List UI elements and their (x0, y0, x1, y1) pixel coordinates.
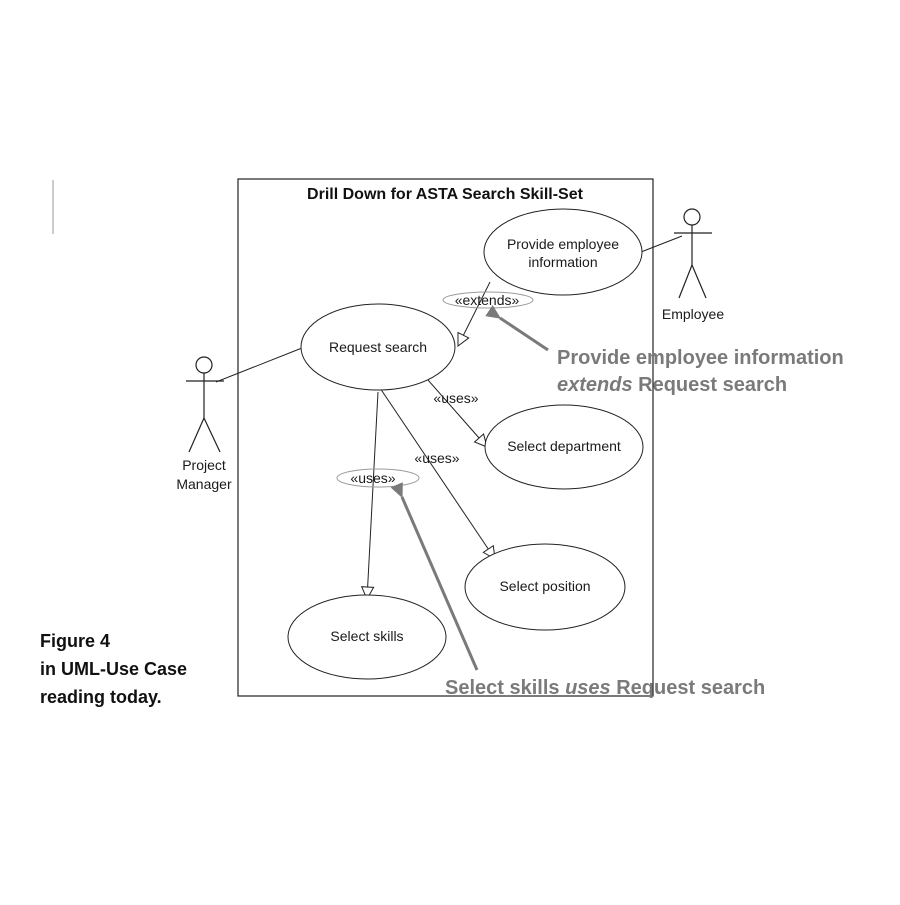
extends-stereotype-label: «extends» (455, 292, 520, 308)
uses-stereotype-skills: «uses» (336, 468, 420, 488)
diagram-title: Drill Down for ASTA Search Skill-Set (307, 186, 584, 203)
uses-callout-arrow (390, 482, 479, 671)
use-case-select-skills: Select skills (287, 594, 447, 680)
use-case-label: Provide employee (507, 236, 619, 252)
caption-line: Figure 4 (40, 631, 111, 651)
uses-stereotype-skills-label: «uses» (350, 470, 395, 486)
association-project-manager (215, 347, 303, 383)
use-case-label: Request search (329, 339, 427, 355)
system-boundary (237, 178, 654, 697)
uses-stereotype-position: «uses» (414, 450, 459, 466)
extends-callout-italic: extends (557, 374, 633, 396)
extends-callout-line2: extends Request search (557, 374, 787, 396)
extends-callout-rest: Request search (633, 374, 788, 396)
caption-line: in UML-Use Case (40, 659, 188, 679)
uses-relationship-department (427, 379, 487, 447)
use-case-label: information (528, 254, 597, 270)
actor-employee-label: Employee (662, 306, 724, 322)
actor-project-manager-label: Manager (176, 476, 232, 492)
uses-callout: Select skills uses Request search (445, 677, 765, 699)
use-case-provide-employee-information: Provide employee information (483, 208, 643, 296)
actor-employee (674, 208, 712, 299)
use-case-label: Select position (499, 578, 590, 594)
actor-project-manager-label: Project (182, 457, 226, 473)
caption-line: reading today. (40, 687, 162, 707)
extends-relationship (458, 281, 491, 346)
uses-relationship-skills (367, 391, 379, 599)
uses-callout-italic: uses (565, 677, 611, 699)
use-case-label: Select department (507, 438, 621, 454)
use-case-label: Select skills (330, 628, 403, 644)
uses-relationship-position (379, 387, 495, 559)
use-case-request-search: Request search (300, 303, 456, 391)
uses-callout-part3: Request search (611, 677, 766, 699)
extends-callout-arrow (485, 305, 549, 352)
figure-caption: Figure 4 in UML-Use Case reading today. (40, 627, 187, 711)
association-employee (640, 235, 683, 253)
actor-project-manager (186, 356, 224, 453)
uses-stereotype-department: «uses» (433, 390, 478, 406)
extends-stereotype: «extends» (442, 291, 534, 309)
uses-callout-part1: Select skills (445, 677, 565, 699)
use-case-select-department: Select department (484, 404, 644, 490)
use-case-select-position: Select position (464, 543, 626, 631)
extends-callout-line1: Provide employee information (557, 347, 844, 369)
